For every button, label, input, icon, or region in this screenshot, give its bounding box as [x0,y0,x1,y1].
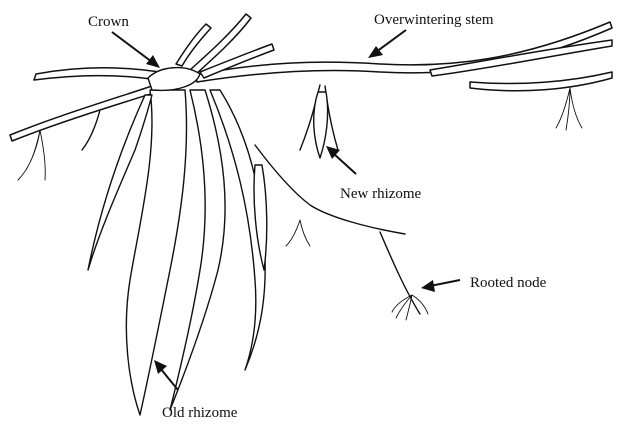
overwintering-stem-label: Overwintering stem [374,12,494,28]
new-rhizome-arrow [326,146,356,174]
new-rhizome-label: New rhizome [340,186,422,202]
crown-label: Crown [88,14,129,30]
right-branch-stem [430,40,612,76]
right-lower-stem [470,72,612,91]
rhizomes [88,68,328,415]
left-upper-stem [34,68,160,80]
new-rhizome [314,92,328,158]
rooted-node-label: Rooted node [470,275,547,291]
rooted-node-arrow [421,280,460,292]
old-rhizome-label: Old rhizome [162,405,238,421]
overwintering-stem-arrow [368,30,406,58]
old-rhizome-arrow [154,360,178,390]
overwintering-stems [10,14,612,141]
crown-arrow [112,32,160,68]
